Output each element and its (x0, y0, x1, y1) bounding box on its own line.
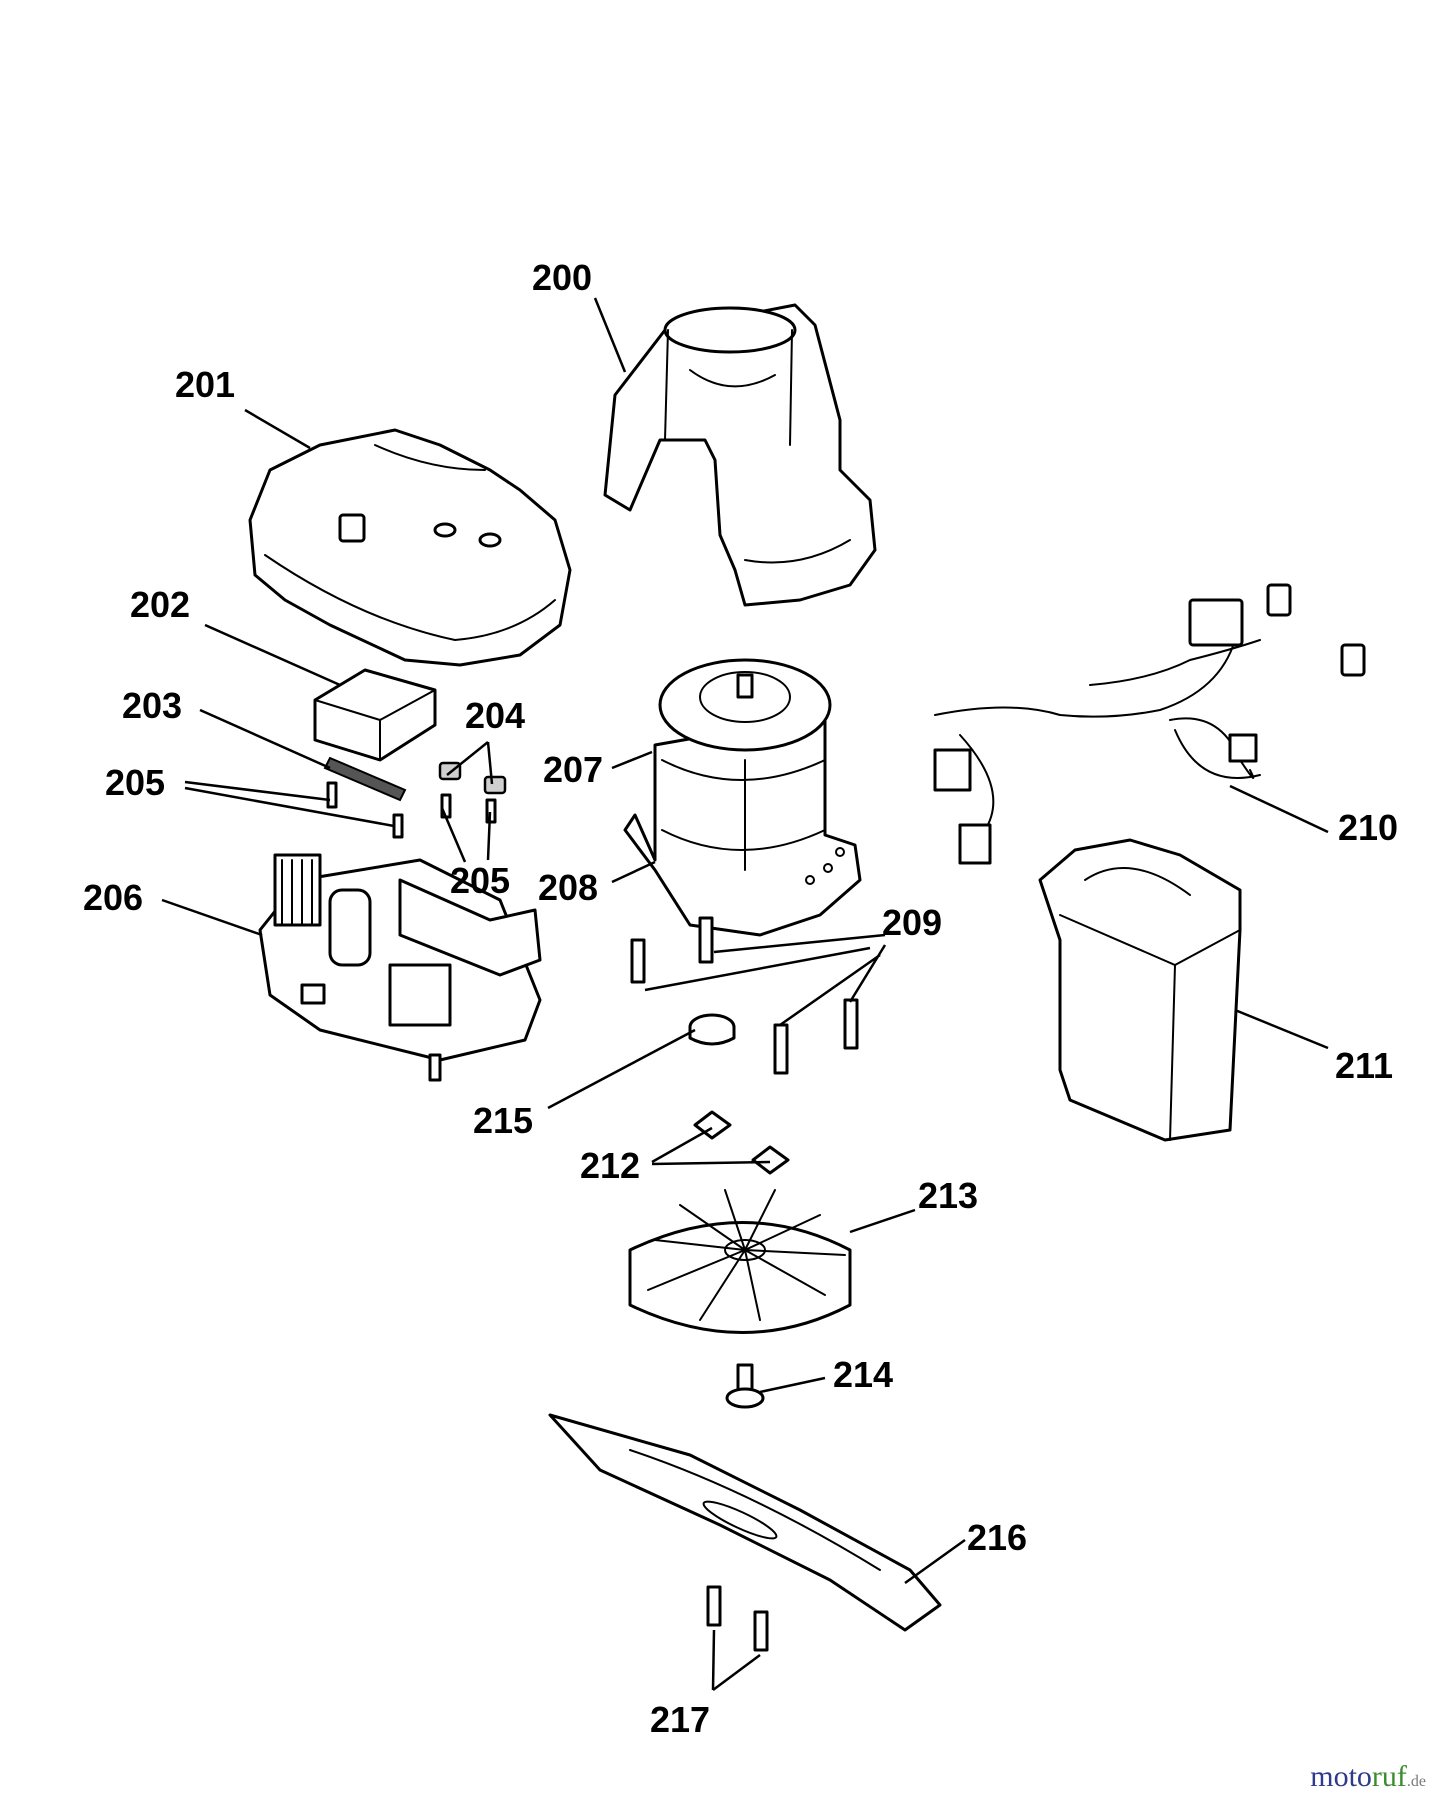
callout-210: 210 (1338, 807, 1398, 848)
part-200-housing-shroud (603, 303, 877, 607)
part-202-electrical-box (313, 668, 437, 762)
brand-suffix: .de (1406, 1773, 1426, 1790)
callout-207: 207 (543, 749, 603, 790)
brand-name-part-2: ruf (1371, 1760, 1407, 1793)
part-211-battery (1038, 838, 1242, 1142)
part-215-washer (688, 1013, 736, 1046)
callout-214: 214 (833, 1354, 893, 1395)
part-204-clips (438, 761, 507, 795)
part-216-blade (548, 1413, 942, 1632)
callout-217: 217 (650, 1699, 710, 1740)
part-214-bolt (725, 1363, 765, 1409)
part-210-wiring-harness (933, 583, 1366, 865)
callout-215: 215 (473, 1100, 533, 1141)
brand-name-part-1: moto (1310, 1760, 1372, 1793)
callout-205b: 205 (450, 860, 510, 901)
callout-208: 208 (538, 867, 598, 908)
part-212-nuts (693, 1110, 790, 1175)
part-213-fan (628, 1189, 852, 1334)
callout-206: 206 (83, 877, 143, 918)
part-205-screws (326, 781, 497, 839)
callout-205a: 205 (105, 762, 165, 803)
part-207-208-motor (623, 658, 862, 937)
callout-209: 209 (882, 902, 942, 943)
brand-name: motoruf (1310, 1760, 1407, 1793)
callout-216: 216 (967, 1517, 1027, 1558)
callout-204: 204 (465, 695, 525, 736)
callouts: 200 201 202 203 204 205 205 206 207 208 … (83, 257, 1398, 1740)
callout-201: 201 (175, 364, 235, 405)
callout-211: 211 (1335, 1045, 1393, 1086)
callout-200: 200 (532, 257, 592, 298)
callout-212: 212 (580, 1145, 640, 1186)
part-201-top-cover (248, 428, 572, 667)
part-206-circuit-board (258, 853, 542, 1082)
leader-lines (161, 297, 1329, 1692)
part-209-screws (630, 916, 859, 1075)
callout-203: 203 (122, 685, 182, 726)
part-217-bolts (706, 1585, 769, 1652)
callout-202: 202 (130, 584, 190, 625)
part-203-rod (323, 756, 407, 802)
callout-213: 213 (918, 1175, 978, 1216)
brand-watermark: motoruf.de (1310, 1760, 1426, 1794)
